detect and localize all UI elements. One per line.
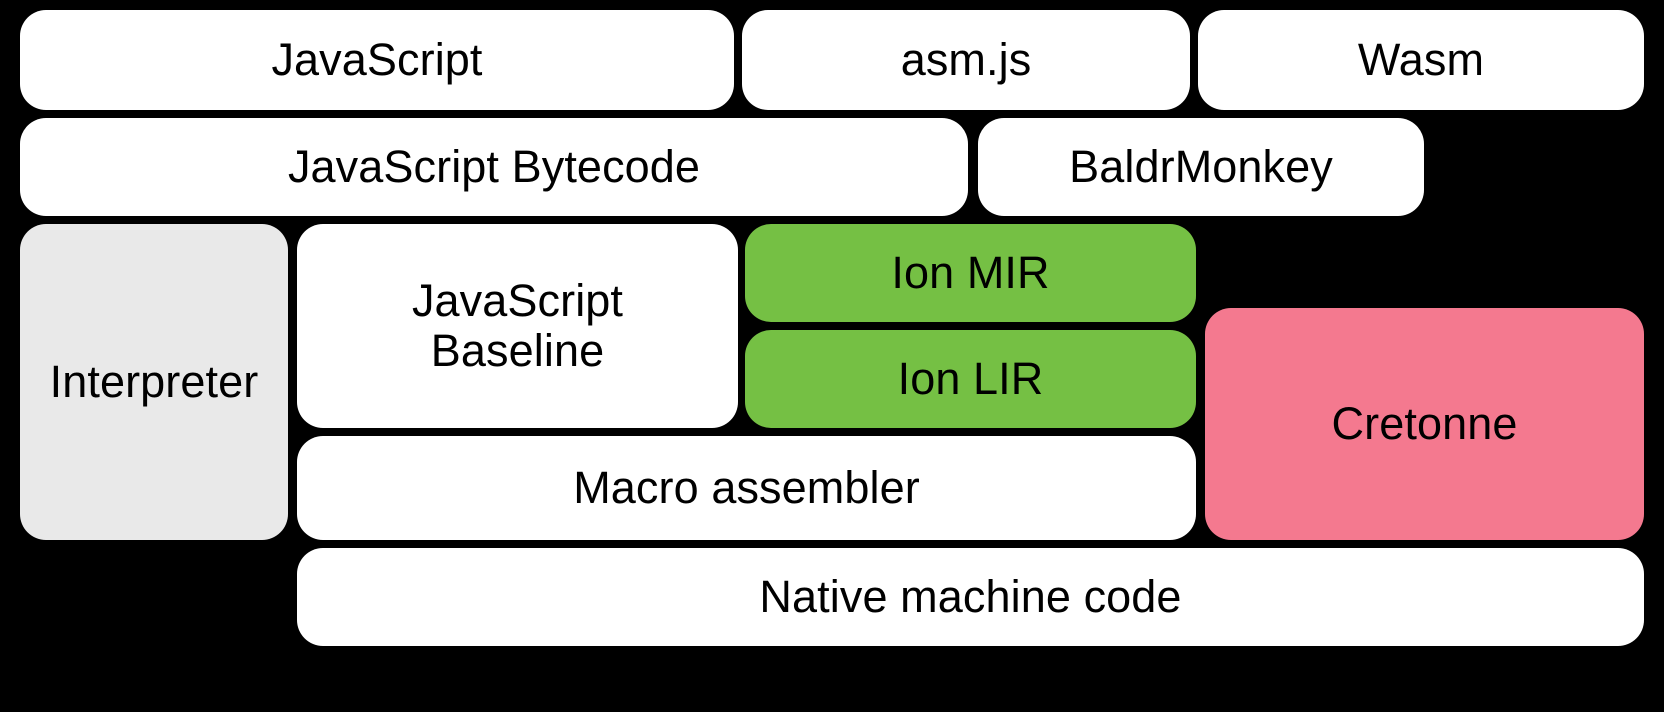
box-ion-lir: Ion LIR [745,330,1196,428]
box-javascript-baseline: JavaScript Baseline [297,224,738,428]
box-macro-assembler: Macro assembler [297,436,1196,540]
box-ion-mir: Ion MIR [745,224,1196,322]
box-baldrmonkey: BaldrMonkey [978,118,1424,216]
box-cretonne: Cretonne [1205,308,1644,540]
box-asmjs: asm.js [742,10,1190,110]
box-javascript: JavaScript [20,10,734,110]
box-javascript-bytecode: JavaScript Bytecode [20,118,968,216]
box-interpreter: Interpreter [20,224,288,540]
box-wasm: Wasm [1198,10,1644,110]
box-native-machine-code: Native machine code [297,548,1644,646]
